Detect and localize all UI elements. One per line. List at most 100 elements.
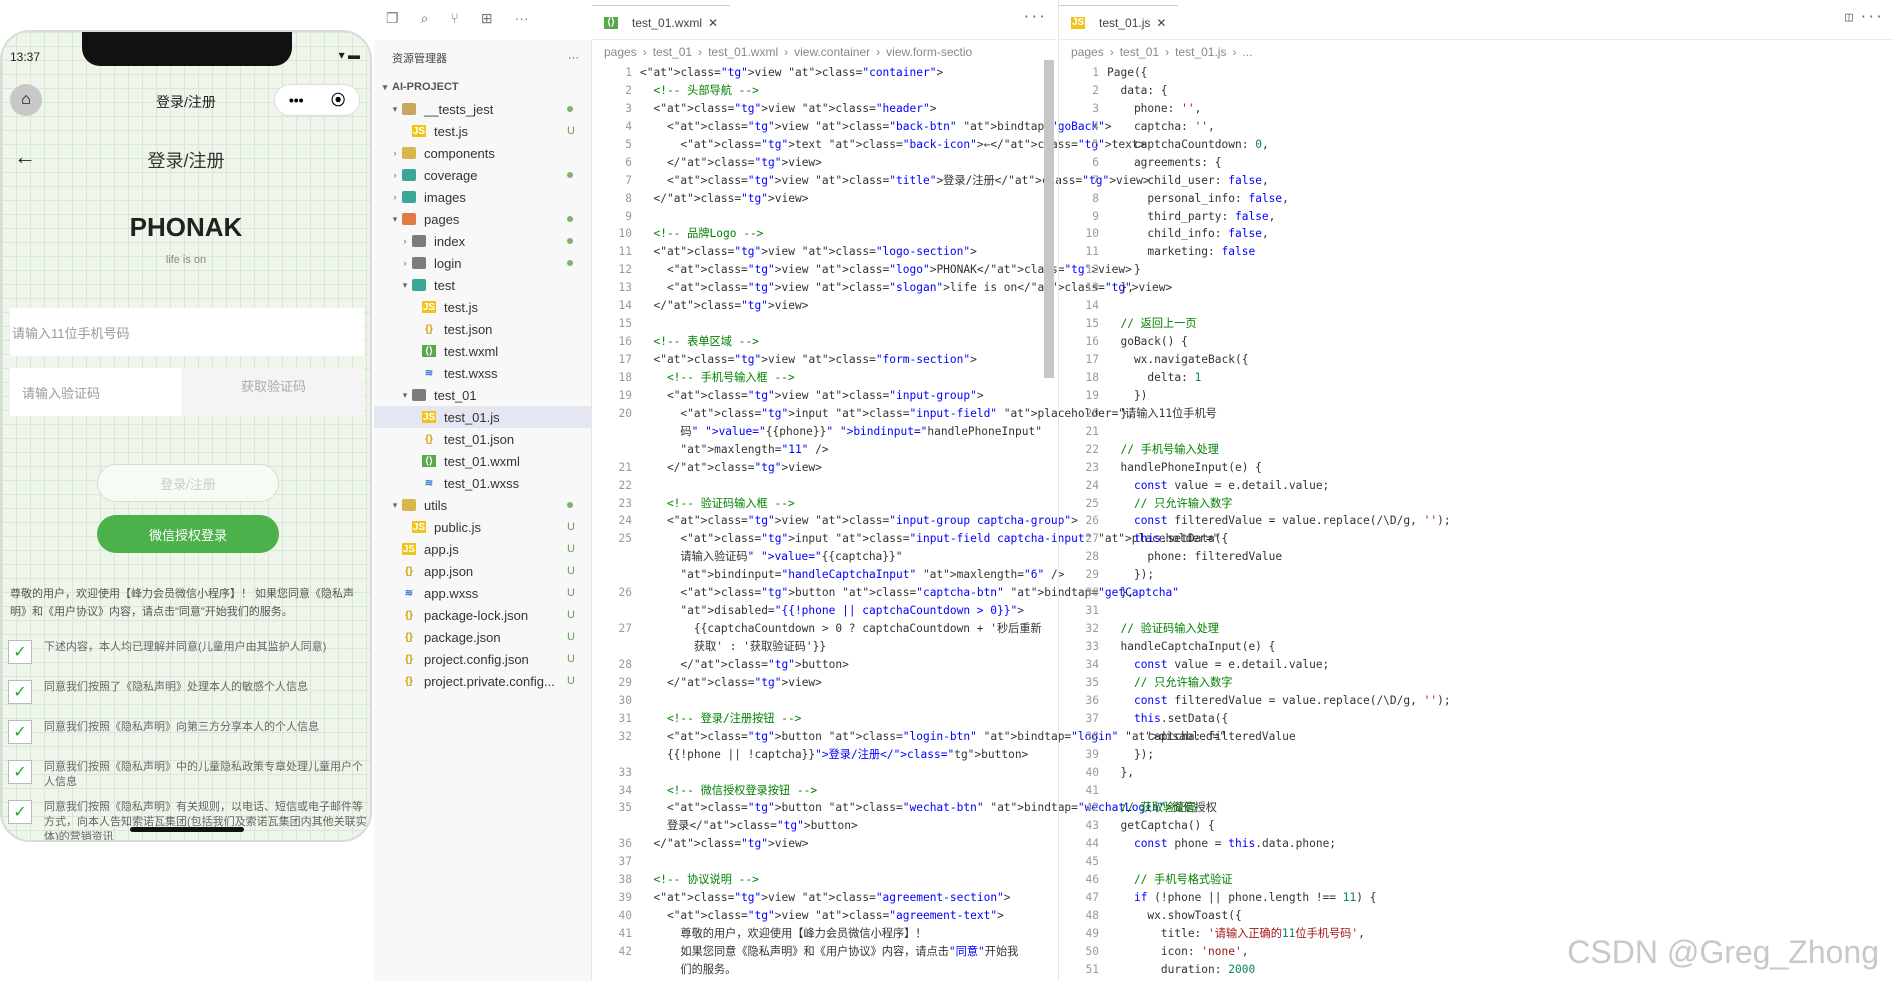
back-arrow-icon[interactable]: ← <box>14 144 36 169</box>
breadcrumb-item[interactable]: test_01 <box>1119 45 1160 59</box>
tree-item[interactable]: ▾utils <box>374 494 591 516</box>
code-line[interactable]: 15 // 返回上一页 <box>1059 315 1893 333</box>
code-line[interactable]: 26 <"at">class="tg">button "at">class="c… <box>592 584 1179 602</box>
breadcrumb-item[interactable]: ... <box>1242 45 1253 59</box>
code-line[interactable]: 13 }, <box>1059 279 1893 297</box>
code-line[interactable]: 23 handlePhoneInput(e) { <box>1059 459 1893 477</box>
editor-more-icon[interactable]: ··· <box>1022 10 1046 25</box>
code-line[interactable]: 8 </"at">class="tg">view> <box>592 190 1056 208</box>
code-line[interactable]: 40 }, <box>1059 764 1893 782</box>
checkbox[interactable]: ✓ <box>8 640 32 664</box>
more-icon[interactable]: ••• <box>288 92 304 108</box>
code-line[interactable]: 9 third_party: false, <box>1059 208 1893 226</box>
code-line[interactable]: 14 </"at">class="tg">view> <box>592 297 1056 315</box>
code-line[interactable]: 27 this.setData({ <box>1059 530 1893 548</box>
code-line[interactable]: 36 const filteredValue = value.replace(/… <box>1059 692 1893 710</box>
code-line[interactable]: 25 // 只允许输入数字 <box>1059 495 1893 513</box>
source-control-icon[interactable]: ⑂ <box>450 10 459 26</box>
code-line[interactable]: 18 <!-- 手机号输入框 --> <box>592 369 1056 387</box>
extensions-icon[interactable]: ⊞ <box>480 9 493 26</box>
code-line[interactable]: 17 wx.navigateBack({ <box>1059 351 1893 369</box>
breadcrumb-item[interactable]: pages <box>604 45 637 59</box>
breadcrumb-item[interactable]: test_01 <box>652 45 693 59</box>
code-line[interactable]: 36 </"at">class="tg">view> <box>592 835 1056 853</box>
code-line[interactable]: 40 <"at">class="tg">view "at">class="agr… <box>592 907 1056 925</box>
code-line[interactable]: 18 delta: 1 <box>1059 369 1893 387</box>
code-line[interactable]: 获取' : '获取验证码'}} <box>592 638 1056 656</box>
code-line[interactable]: 12 <"at">class="tg">view "at">class="log… <box>592 261 1132 279</box>
code-line[interactable]: 50 icon: 'none', <box>1059 943 1893 961</box>
code-line[interactable]: 27 {{captchaCountdown > 0 ? captchaCount… <box>592 620 1056 638</box>
code-line[interactable]: 37 this.setData({ <box>1059 710 1893 728</box>
code-line[interactable]: "at">maxlength="11" /> <box>592 441 1056 459</box>
capsule-menu[interactable]: ••• ⦿ <box>274 84 360 116</box>
files-icon[interactable]: ❐ <box>386 9 399 26</box>
code-line[interactable]: 24 <"at">class="tg">view "at">class="inp… <box>592 512 1078 530</box>
tree-item[interactable]: {}project.private.config...U <box>374 670 591 692</box>
tree-item[interactable]: {}test.json <box>374 318 591 340</box>
code-line[interactable]: 23 <!-- 验证码输入框 --> <box>592 495 1056 513</box>
code-line[interactable]: 46 // 手机号格式验证 <box>1059 871 1893 889</box>
code-line[interactable]: 10 child_info: false, <box>1059 225 1893 243</box>
tab-wxml[interactable]: ⟨⟩test_01.wxml✕ <box>592 5 731 39</box>
checkbox[interactable]: ✓ <box>8 680 32 704</box>
tree-item[interactable]: {}test_01.json <box>374 428 591 450</box>
code-line[interactable]: 7 <"at">class="tg">view "at">class="titl… <box>592 172 1149 190</box>
breadcrumb-item[interactable]: view.form-sectio <box>886 45 973 59</box>
code-line[interactable]: 28 phone: filteredValue <box>1059 548 1893 566</box>
code-line[interactable]: 21 </"at">class="tg">view> <box>592 459 1056 477</box>
code-line[interactable]: 3 <"at">class="tg">view "at">class="head… <box>592 100 1056 118</box>
code-line[interactable]: 45 <box>1059 853 1893 871</box>
close-icon[interactable]: ✕ <box>708 15 719 30</box>
code-line[interactable]: 1<"at">class="tg">view "at">class="conta… <box>592 64 1056 82</box>
code-line[interactable]: 31 <box>1059 602 1893 620</box>
phone-input[interactable]: 请输入11位手机号码 <box>10 308 364 356</box>
code-line[interactable]: 2 <!-- 头部导航 --> <box>592 82 1056 100</box>
code-line[interactable]: 12 } <box>1059 261 1893 279</box>
code-line[interactable]: 51 duration: 2000 <box>1059 961 1893 979</box>
code-line[interactable]: 32 <"at">class="tg">button "at">class="l… <box>592 728 1227 746</box>
tree-item[interactable]: ▾__tests_jest <box>374 98 591 120</box>
code-line[interactable]: 25 <"at">class="tg">input "at">class="in… <box>592 530 1220 548</box>
checkbox[interactable]: ✓ <box>8 800 32 824</box>
code-line[interactable]: 33 handleCaptchaInput(e) { <box>1059 638 1893 656</box>
more-icon[interactable]: ··· <box>514 10 529 26</box>
code-line[interactable]: 29 </"at">class="tg">view> <box>592 674 1056 692</box>
code-line[interactable]: 20 <"at">class="tg">input "at">class="in… <box>592 405 1217 423</box>
code-line[interactable]: 33 <box>592 764 1056 782</box>
tree-item[interactable]: ▾test <box>374 274 591 296</box>
tree-item[interactable]: ⟨⟩test_01.wxml <box>374 450 591 472</box>
tree-item[interactable]: ⟨⟩test.wxml <box>374 340 591 362</box>
breadcrumb-item[interactable]: test_01.js <box>1175 45 1227 59</box>
tree-item[interactable]: ›images <box>374 186 591 208</box>
code-line[interactable]: 49 title: '请输入正确的11位手机号码', <box>1059 925 1893 943</box>
scrollbar[interactable] <box>1044 60 1054 378</box>
code-line[interactable]: 22 // 手机号输入处理 <box>1059 441 1893 459</box>
code-line[interactable]: 38 <!-- 协议说明 --> <box>592 871 1056 889</box>
code-line[interactable]: 9 <box>592 208 1056 226</box>
code-line[interactable]: 10 <!-- 品牌Logo --> <box>592 225 1056 243</box>
code-line[interactable]: 请输入验证码" ">value="{{captcha}}" <box>592 548 1056 566</box>
explorer-more-icon[interactable]: ··· <box>568 52 579 64</box>
tree-item[interactable]: ›login <box>374 252 591 274</box>
code-line[interactable]: 29 }); <box>1059 566 1893 584</box>
code-line[interactable]: 26 const filteredValue = value.replace(/… <box>1059 512 1893 530</box>
code-line[interactable]: "at">disabled="{{!phone || captchaCountd… <box>592 602 1056 620</box>
checkbox[interactable]: ✓ <box>8 760 32 784</box>
code-line[interactable]: 6 agreements: { <box>1059 154 1893 172</box>
code-line[interactable]: 16 <!-- 表单区域 --> <box>592 333 1056 351</box>
code-line[interactable]: 30 <box>592 692 1056 710</box>
tree-item[interactable]: ▾pages <box>374 208 591 230</box>
code-line[interactable]: 41 <box>1059 782 1893 800</box>
tree-item[interactable]: ≋test.wxss <box>374 362 591 384</box>
code-line[interactable]: 2 data: { <box>1059 82 1893 100</box>
tree-item[interactable]: ›coverage <box>374 164 591 186</box>
code-line[interactable]: 35 // 只允许输入数字 <box>1059 674 1893 692</box>
code-line[interactable]: 34 <!-- 微信授权登录按钮 --> <box>592 782 1056 800</box>
